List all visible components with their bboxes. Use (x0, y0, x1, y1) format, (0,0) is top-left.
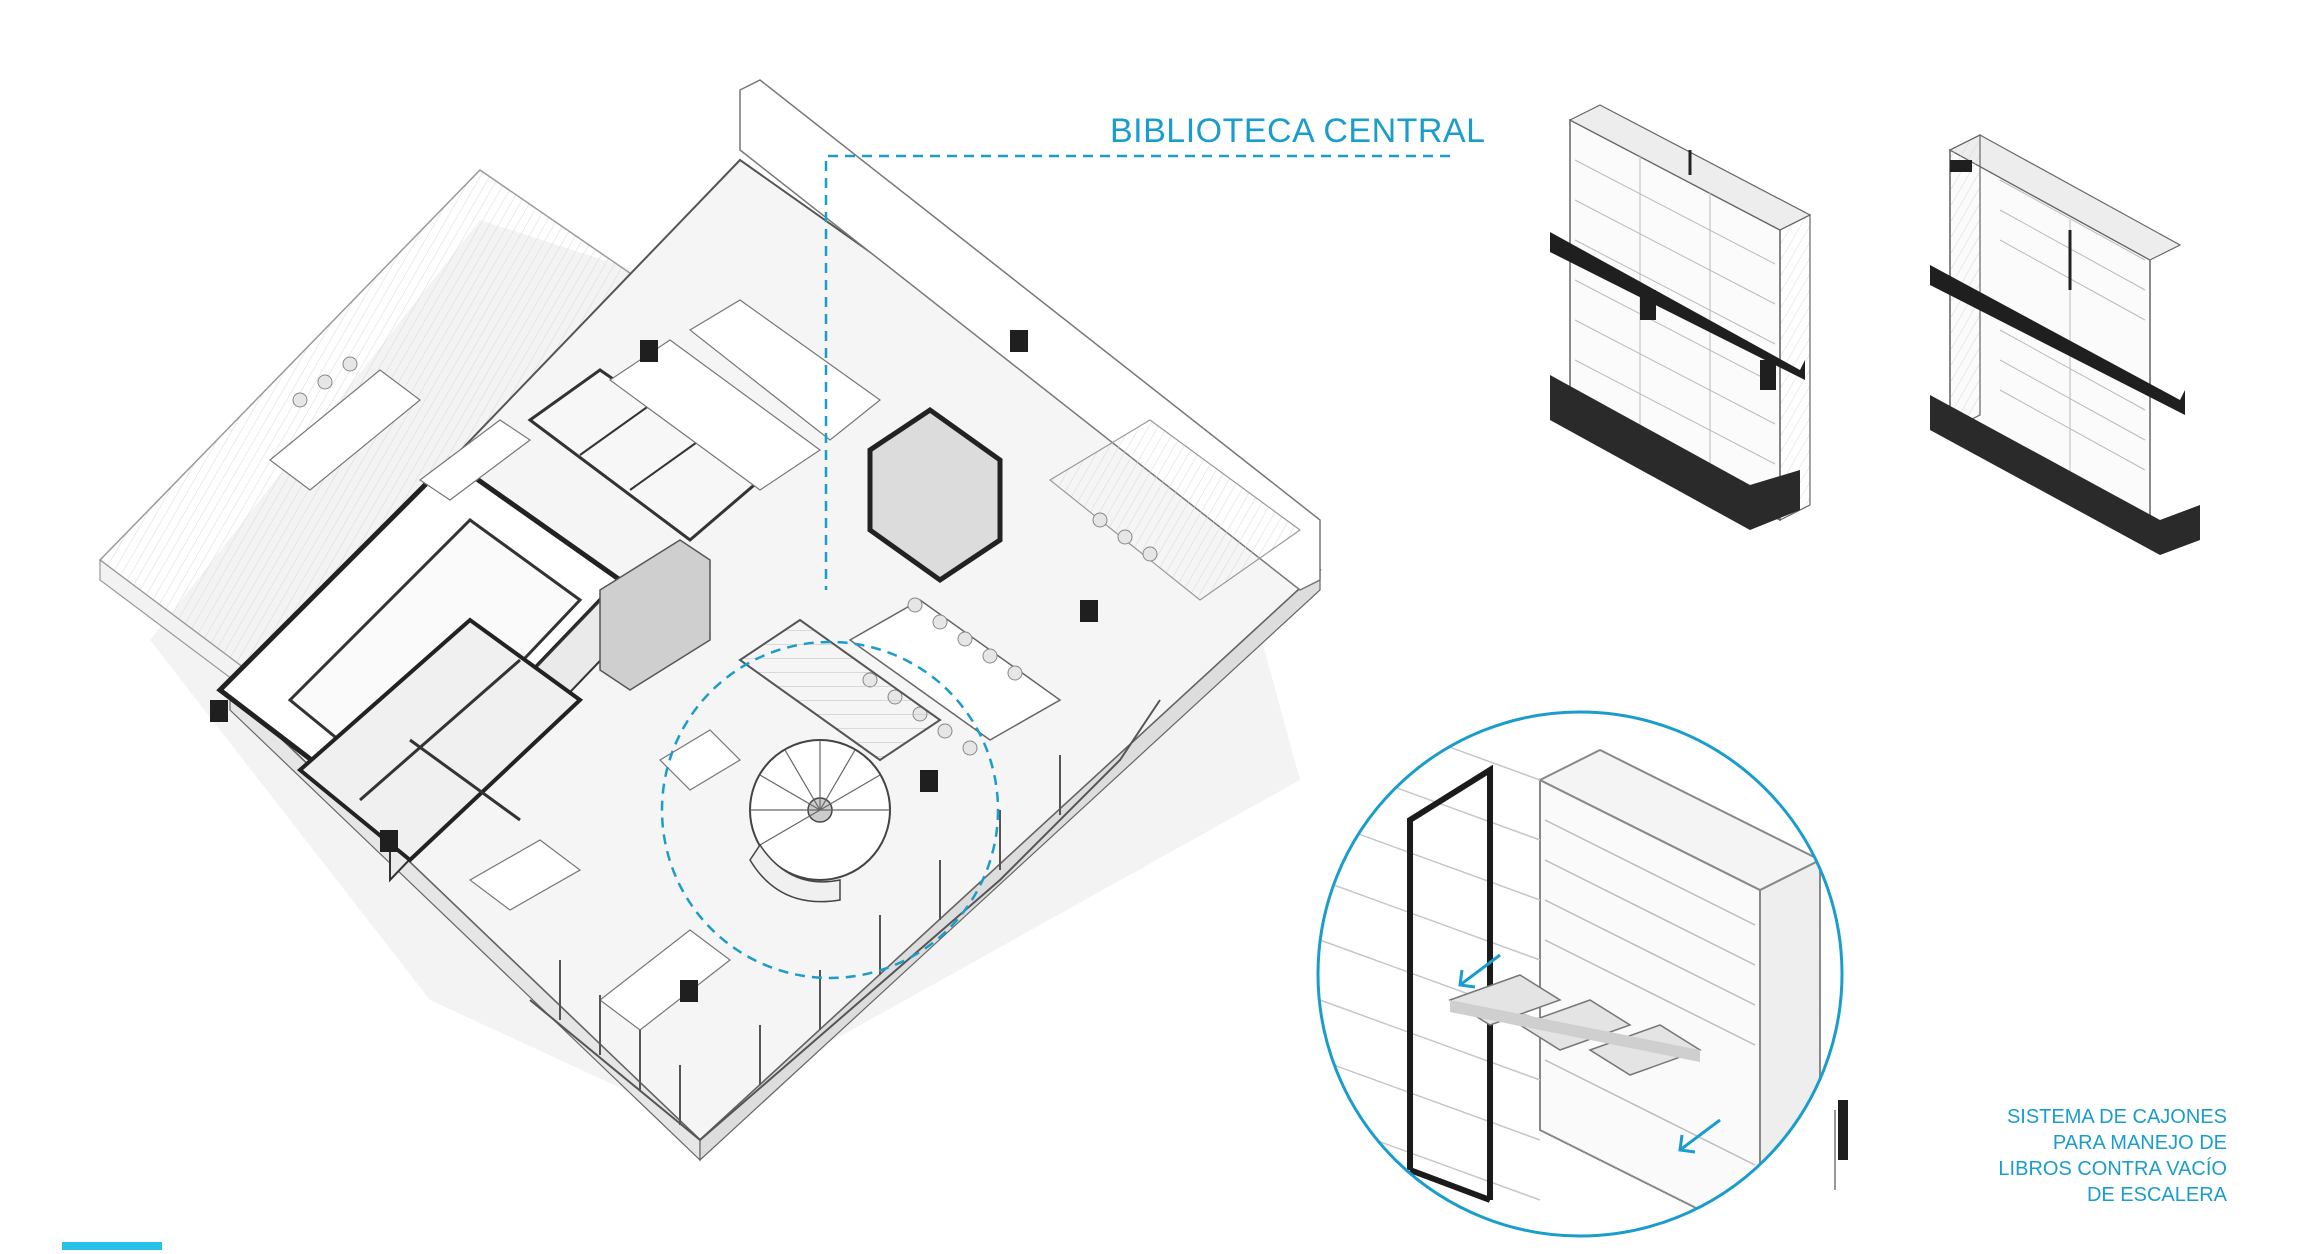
library-plan (98, 79, 1322, 1162)
shelf-unit-right (1930, 134, 2200, 555)
detail-note: SISTEMA DE CAJONES PARA MANEJO DE LIBROS… (1867, 1104, 2227, 1208)
elevator-core (867, 406, 1003, 584)
detail-magnifier (1316, 710, 1848, 1238)
note-line: DE ESCALERA (2086, 1184, 2227, 1206)
restroom-block (296, 617, 584, 863)
shelf-unit-left (1550, 104, 1812, 530)
callout-circle (660, 640, 1000, 980)
note-line: PARA MANEJO DE (2052, 1132, 2227, 1154)
bookshelf-wall (738, 618, 942, 762)
spiral-staircase (749, 739, 891, 903)
arrow-down-left-icon (1458, 953, 1501, 989)
upper-reading-tables (269, 299, 881, 501)
arrow-down-left-icon (1678, 1118, 1721, 1154)
callout-leader (824, 154, 1450, 590)
note-line: SISTEMA DE CAJONES (2006, 1106, 2227, 1128)
accent-bar (62, 1242, 162, 1250)
diagram-title: BIBLIOTECA CENTRAL (1110, 112, 1486, 150)
logo-panel (599, 539, 711, 691)
callout-lines (660, 154, 1450, 980)
lower-reading-tables (468, 729, 741, 1031)
structural-columns (210, 330, 1098, 1002)
meeting-table (848, 599, 1062, 741)
glazed-facade (529, 699, 1161, 1142)
note-line: LIBROS CONTRA VACÍO (1998, 1158, 2227, 1180)
